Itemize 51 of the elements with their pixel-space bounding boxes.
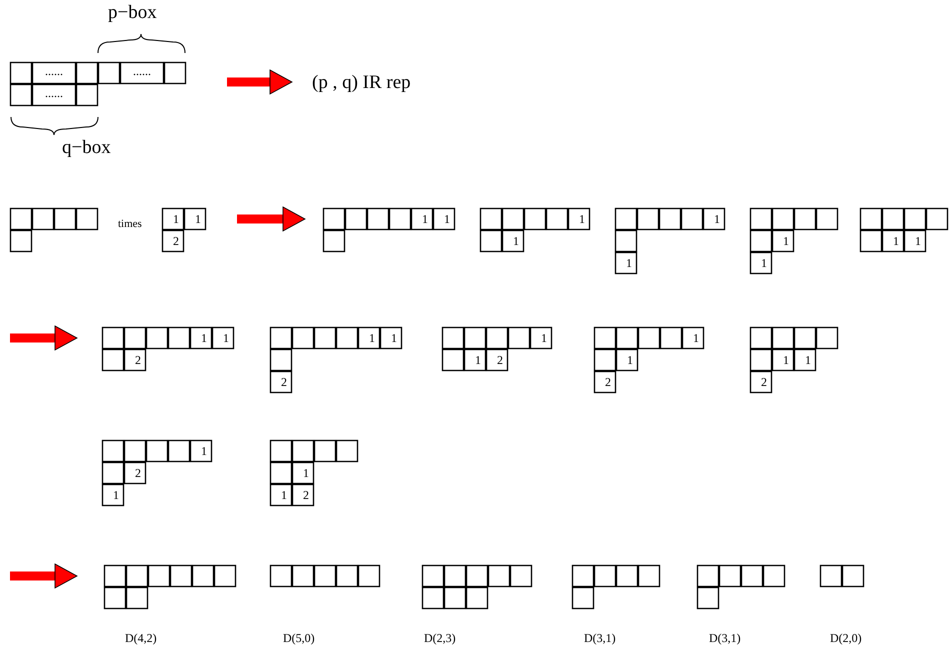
diagram-label: D(2,3): [424, 631, 456, 646]
cell-number: 1: [474, 353, 481, 367]
operator-label: times: [118, 218, 142, 230]
cell-number: 1: [625, 256, 632, 270]
cell-number: 1: [194, 212, 201, 226]
diagram-label: D(3,1): [584, 631, 616, 646]
cell-number: 1: [280, 488, 287, 502]
cell-number: 2: [496, 353, 503, 367]
ellipsis-dots: ......: [44, 65, 64, 77]
brace-label: q−box: [62, 137, 111, 159]
cell-number: 1: [760, 256, 767, 270]
ellipsis-dots: ......: [44, 87, 64, 99]
cell-number: 1: [390, 331, 397, 345]
cell-number: 1: [540, 331, 547, 345]
diagram-label: D(4,2): [125, 631, 157, 646]
block-arrow: [10, 326, 78, 350]
cell-number: 1: [782, 234, 789, 248]
block-arrow: [237, 206, 306, 232]
cell-number: 2: [172, 234, 179, 248]
cell-number: 1: [713, 212, 720, 226]
cell-number: 2: [134, 353, 141, 367]
result-text: (p , q) IR rep: [312, 72, 411, 94]
cell-number: 1: [302, 466, 309, 480]
cell-number: 1: [804, 353, 811, 367]
block-arrow: [227, 70, 292, 94]
cell-number: 1: [222, 331, 229, 345]
cell-number: 1: [172, 212, 179, 226]
block-arrow: [10, 564, 78, 588]
cell-number: 2: [134, 466, 141, 480]
ellipsis-dots: ......: [132, 65, 152, 77]
cell-number: 1: [692, 331, 699, 345]
cell-number: 1: [892, 234, 899, 248]
cell-number: 1: [914, 234, 921, 248]
diagram-label: D(5,0): [283, 631, 315, 646]
cell-number: 1: [112, 488, 119, 502]
cell-number: 1: [200, 331, 207, 345]
cell-number: 1: [443, 212, 450, 226]
diagram-label: D(3,1): [709, 631, 741, 646]
cell-number: 1: [368, 331, 375, 345]
cell-number: 2: [760, 375, 767, 389]
cell-number: 1: [782, 353, 789, 367]
cell-number: 1: [421, 212, 428, 226]
cell-number: 2: [280, 375, 287, 389]
diagram-label: D(2,0): [830, 631, 862, 646]
cell-number: 1: [626, 353, 633, 367]
cell-number: 1: [200, 444, 207, 458]
cell-number: 1: [512, 234, 519, 248]
cell-number: 2: [302, 488, 309, 502]
cell-number: 2: [604, 375, 611, 389]
cell-number: 1: [578, 212, 585, 226]
brace-label: p−box: [108, 2, 157, 24]
